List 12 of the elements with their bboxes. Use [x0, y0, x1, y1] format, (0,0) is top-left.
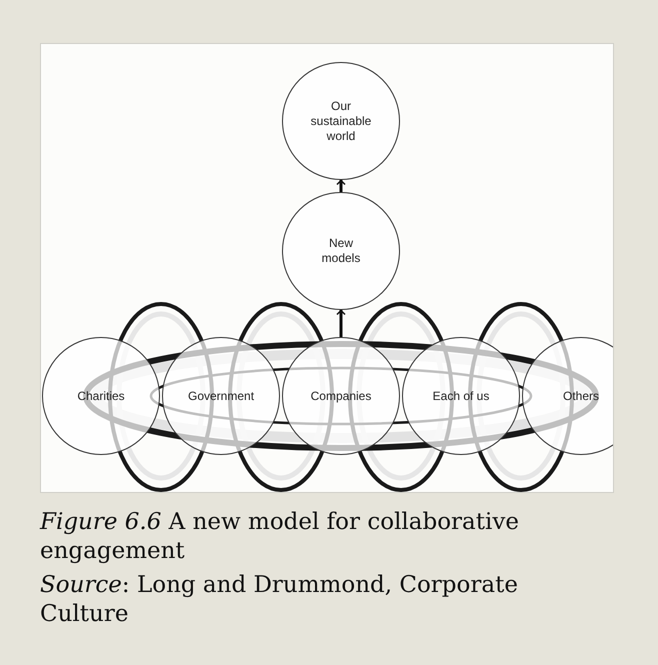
node-label: New models	[320, 236, 362, 266]
node-label: Others	[562, 388, 599, 404]
arrow	[336, 180, 346, 192]
node-label: Government	[188, 388, 254, 404]
node-label: Each of us	[432, 388, 490, 404]
arrow	[336, 310, 346, 337]
figure-caption: Figure 6.6 A new model for collaborative engagement	[40, 508, 520, 566]
node-label: Companies	[310, 388, 372, 404]
node-label: Charities	[77, 388, 125, 404]
source-note: Source: Long and Drummond, Corporate Culture	[40, 571, 519, 629]
node-circle	[522, 337, 613, 455]
node-label: Our sustainable world	[310, 98, 372, 144]
